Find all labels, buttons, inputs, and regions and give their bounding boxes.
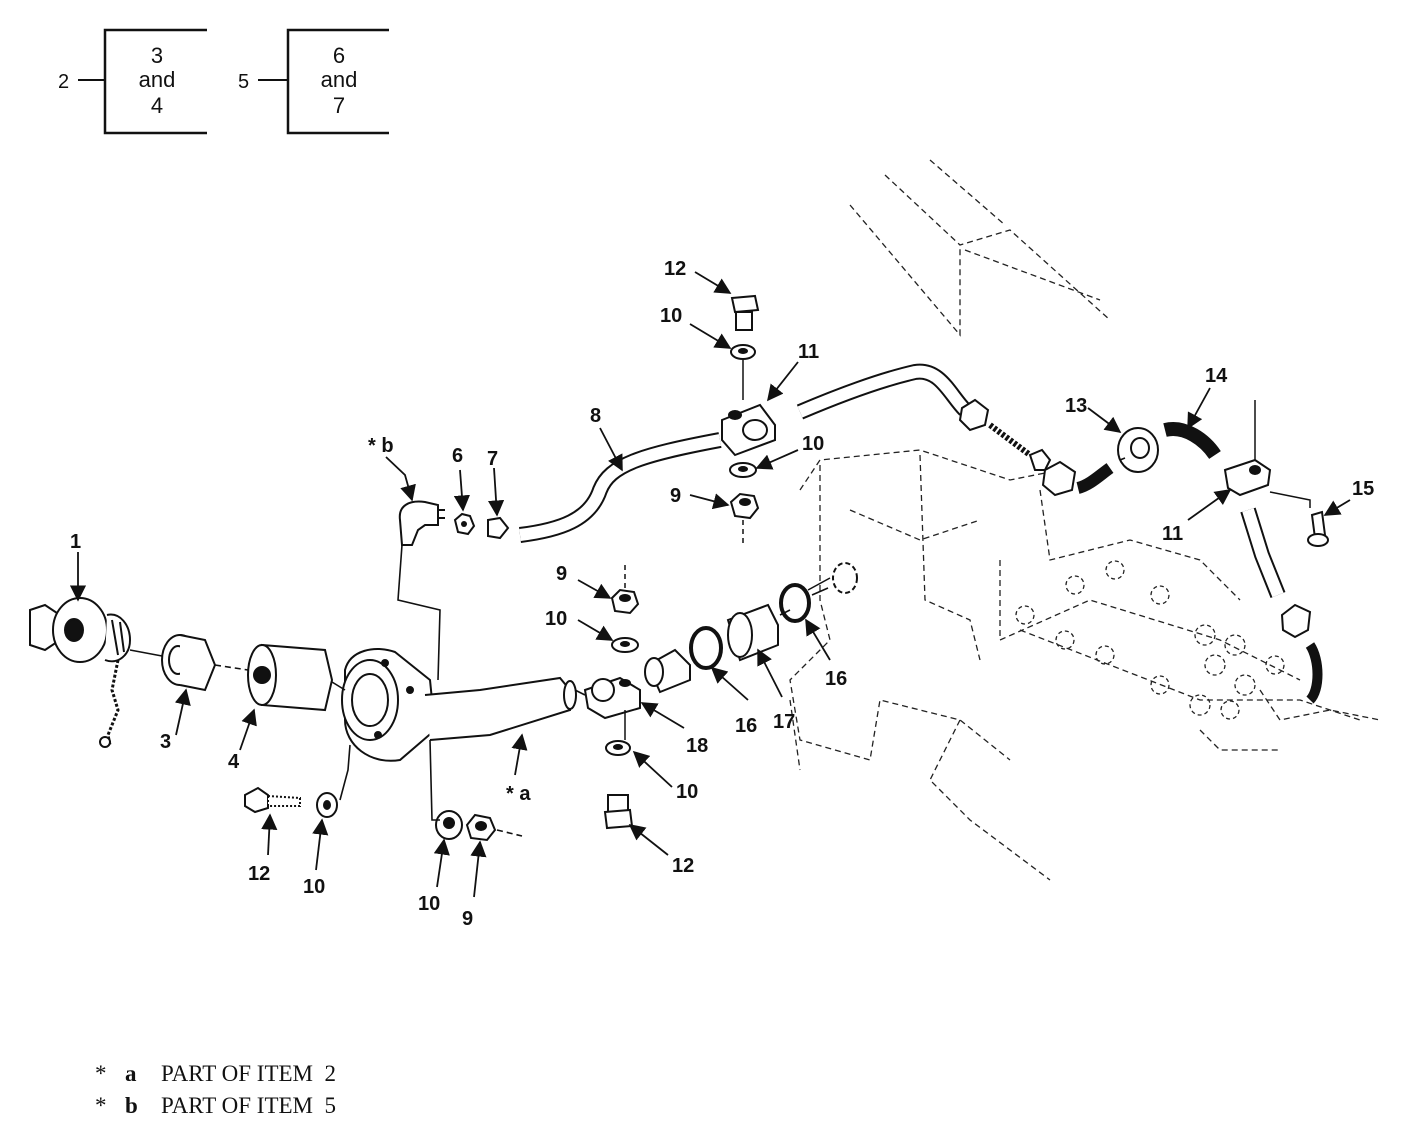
footnote-b: * b PART OF ITEM 5 [95, 1090, 336, 1122]
label-item-11-top: 11 [798, 341, 819, 363]
engine-bolt-heads [1015, 560, 1285, 720]
parts [29, 294, 1329, 842]
label-item-18: 18 [686, 735, 708, 757]
label-item-8: 8 [590, 405, 601, 427]
footnote-a: * a PART OF ITEM 2 [95, 1058, 336, 1090]
leader-arrows [69, 271, 1351, 898]
label-item-16-b: 16 [825, 668, 847, 690]
label-item-12-bottom: 12 [672, 855, 694, 877]
label-item-5-note-b: * b [368, 435, 394, 457]
flow-box-line1: 3 [151, 43, 163, 68]
label-item-10-bottom: 10 [418, 893, 440, 915]
note-star: * [95, 1093, 107, 1118]
engine-outline [789, 159, 1381, 881]
note-star: * [95, 1061, 107, 1086]
label-item-12-left: 12 [248, 863, 270, 885]
label-item-2-note-a: * a [506, 783, 531, 805]
note-text: PART OF ITEM 2 [161, 1061, 336, 1086]
label-item-7: 7 [487, 448, 498, 470]
label-item-6: 6 [452, 445, 463, 467]
clamp-top [721, 403, 776, 457]
footnotes: * a PART OF ITEM 2 * b PART OF ITEM 5 [95, 1058, 336, 1122]
label-item-12-top: 12 [664, 258, 686, 280]
label-item-10-upper: 10 [802, 433, 824, 455]
flow-lead-5: 5 [238, 71, 249, 93]
flow-indicator-left: 2 3 and 4 [58, 28, 207, 135]
label-item-9-top: 9 [670, 485, 681, 507]
clamp-right [1223, 458, 1272, 497]
callouts: 1 3 4 * b 6 7 8 12 10 11 10 9 9 10 18 10… [70, 258, 1374, 930]
flow-box-line2: and [139, 67, 176, 92]
label-item-16-a: 16 [735, 715, 757, 737]
connector-lines [129, 457, 1126, 837]
note-text: PART OF ITEM 5 [161, 1093, 336, 1118]
label-item-1: 1 [70, 531, 81, 553]
flow-lead-2: 2 [58, 71, 69, 93]
flow-box-line2: and [321, 67, 358, 92]
bolt-12-top [730, 294, 760, 314]
label-item-10-mid: 10 [545, 608, 567, 630]
receptacle-housing [341, 648, 577, 762]
insert-sleeve [247, 643, 334, 712]
label-item-9-bottom: 9 [462, 908, 473, 930]
cap-with-chain [29, 597, 132, 748]
label-item-15: 15 [1352, 478, 1374, 500]
label-item-14: 14 [1205, 365, 1228, 387]
nut-9-top [729, 492, 760, 520]
hose-clamp-16b [779, 583, 811, 623]
flow-box-line3: 7 [333, 93, 345, 118]
label-item-4: 4 [228, 751, 240, 773]
flow-box-line1: 6 [333, 43, 345, 68]
label-item-11-right: 11 [1162, 523, 1183, 545]
flow-indicator-right: 5 6 and 7 [238, 28, 389, 135]
hose-clamp-16a [689, 626, 723, 670]
note-key: b [125, 1093, 138, 1118]
flow-box-line3: 4 [151, 93, 163, 118]
sleeve-7 [487, 516, 510, 540]
label-item-13: 13 [1065, 395, 1087, 417]
label-item-9-mid: 9 [556, 563, 567, 585]
label-item-10-top: 10 [660, 305, 682, 327]
note-key: a [125, 1061, 137, 1086]
label-item-10-lower: 10 [676, 781, 698, 803]
label-item-17: 17 [773, 711, 795, 733]
label-item-3: 3 [160, 731, 171, 753]
clamp-18 [583, 676, 641, 720]
label-item-10-left: 10 [303, 876, 325, 898]
tube-14 [1163, 422, 1221, 460]
bolt-12-left [244, 786, 269, 814]
tube-8 [519, 432, 722, 543]
elbow-fitting [398, 500, 445, 546]
bushing [161, 634, 217, 692]
